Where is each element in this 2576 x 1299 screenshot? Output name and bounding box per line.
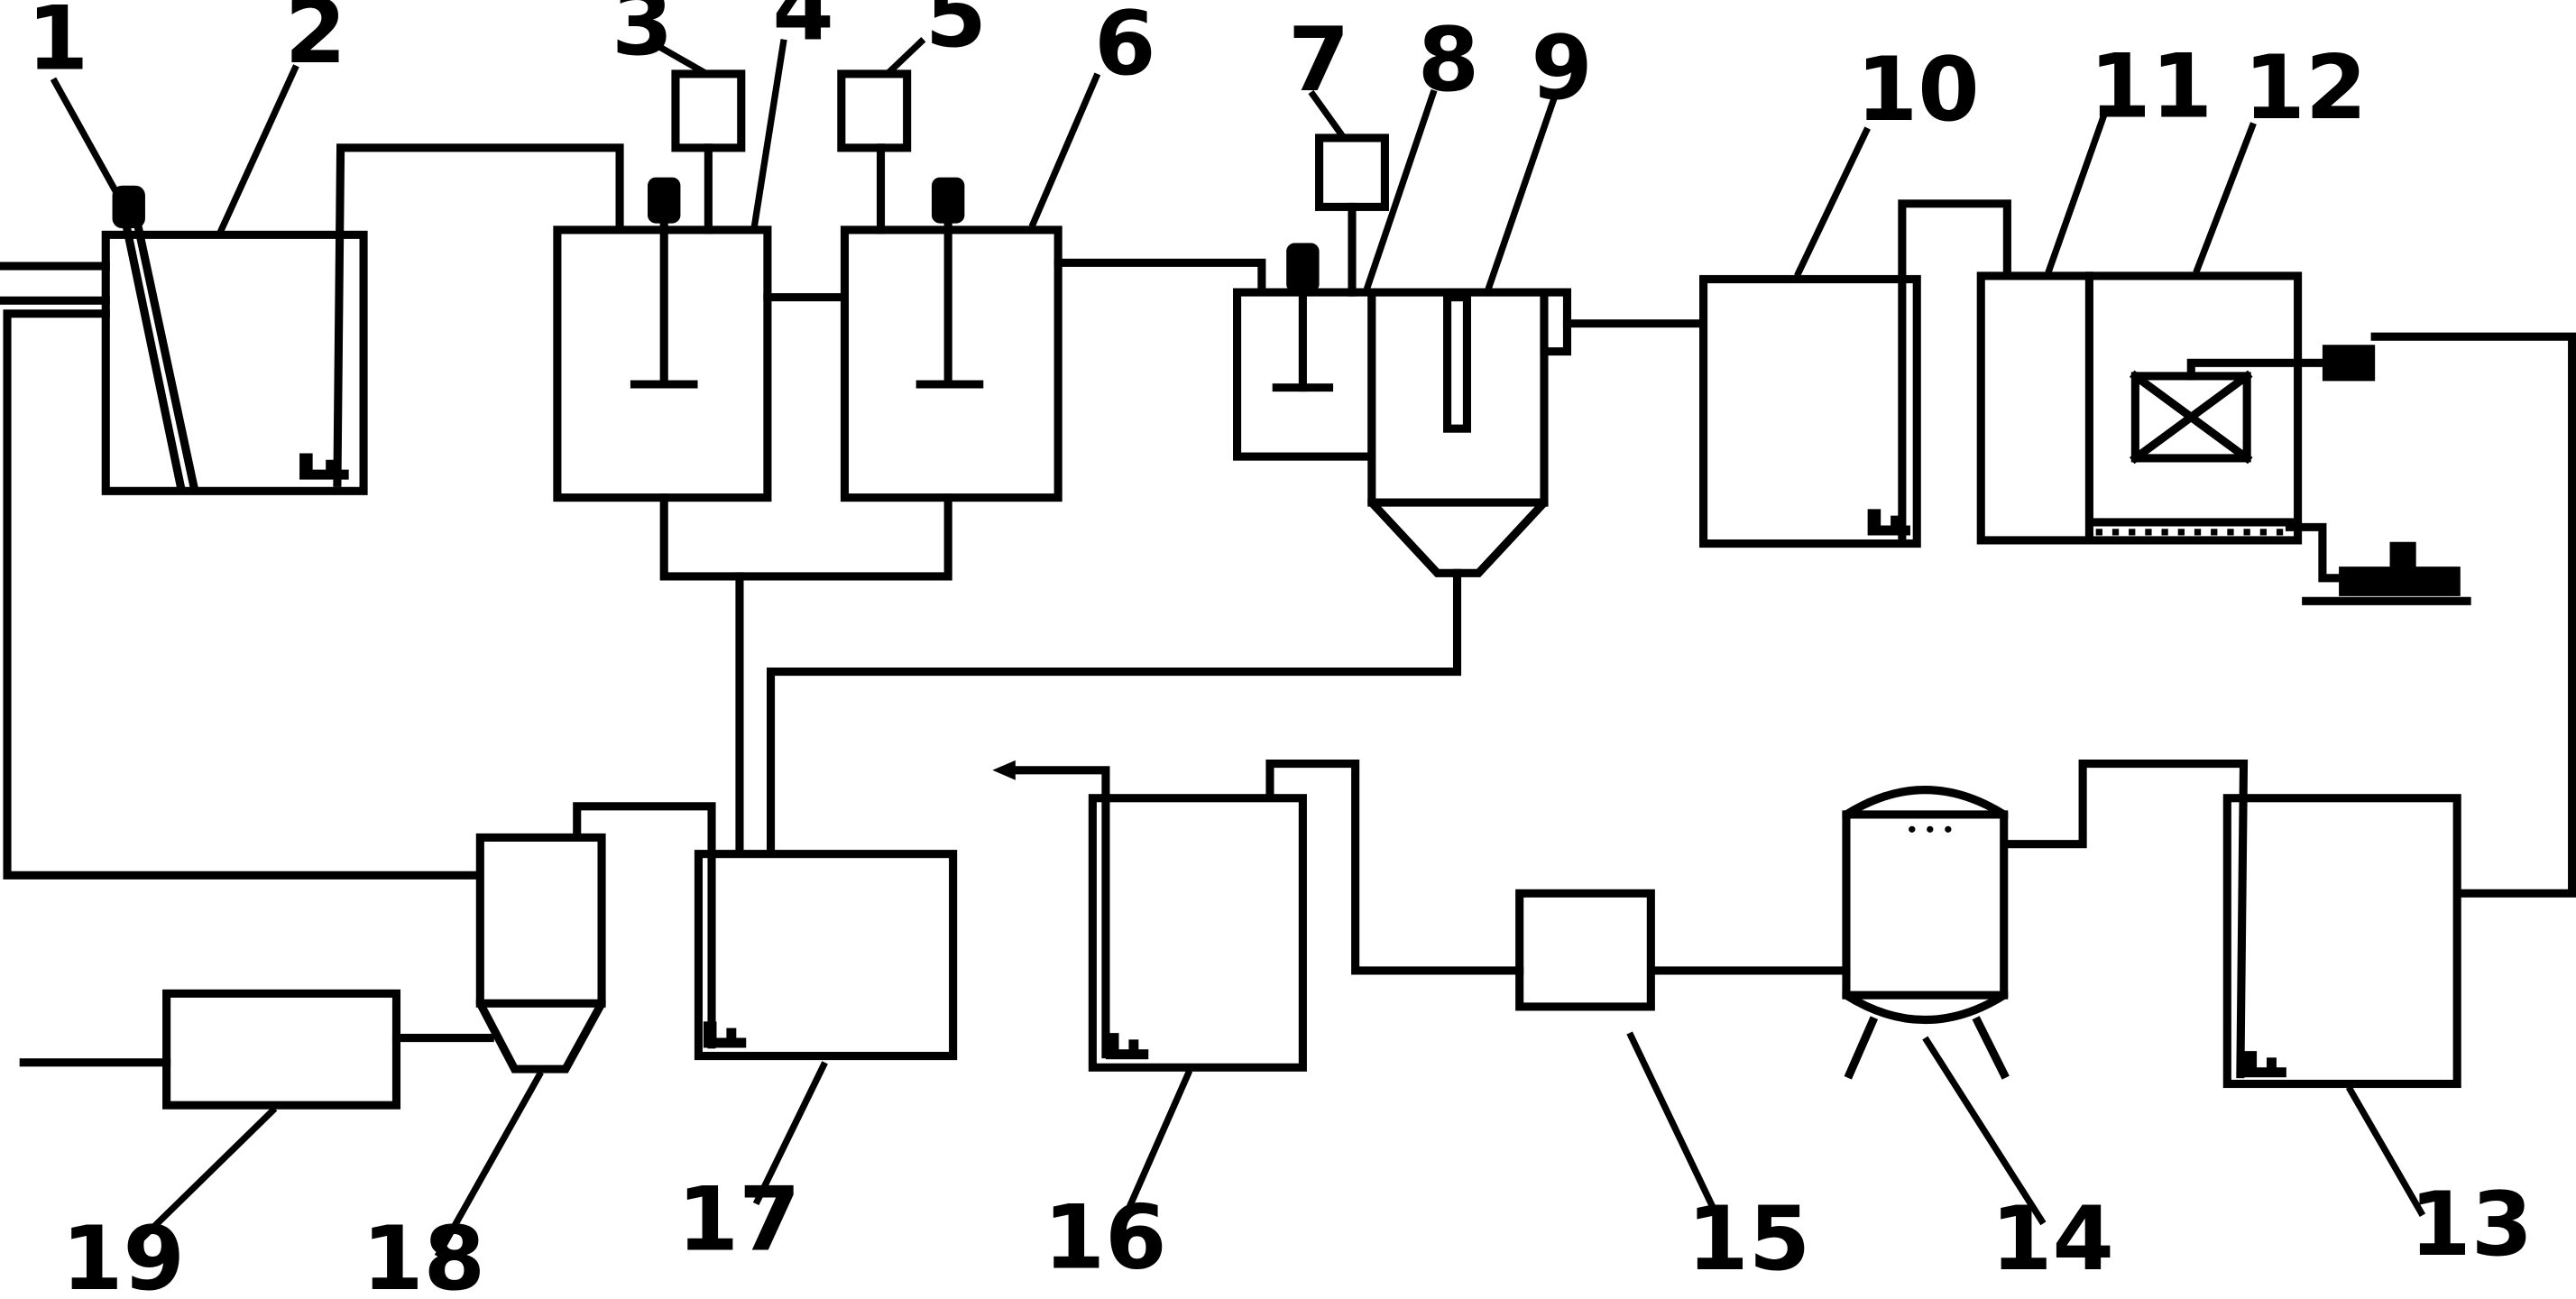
bio-tank-11-12 xyxy=(1976,272,2471,605)
label-5: 5 xyxy=(925,0,987,68)
dosing-tank-5 xyxy=(837,69,912,152)
label-8: 8 xyxy=(1418,9,1479,112)
label-15: 15 xyxy=(1687,1188,1810,1291)
label-4: 4 xyxy=(772,0,833,61)
thickener-18 xyxy=(475,833,606,1073)
screen-tank xyxy=(101,185,368,495)
label-14: 14 xyxy=(1991,1188,2114,1291)
intermediate-tank-10 xyxy=(1699,274,1921,548)
dewatering-unit-19 xyxy=(162,989,401,1110)
label-16: 16 xyxy=(1044,1186,1167,1289)
label-13: 13 xyxy=(2409,1174,2533,1276)
dosing-tank-3 xyxy=(671,69,746,152)
sludge-tank-17 xyxy=(694,850,958,1061)
reaction-tank-4 xyxy=(553,69,772,502)
label-2: 2 xyxy=(285,0,346,84)
water-tank-13 xyxy=(2222,794,2461,1089)
dosing-tank-7 xyxy=(1315,134,1389,211)
label-9: 9 xyxy=(1531,17,1592,120)
filter-unit-15 xyxy=(1515,889,1655,1011)
label-7: 7 xyxy=(1288,9,1349,112)
label-1: 1 xyxy=(27,0,88,90)
blower-icon xyxy=(2339,541,2461,596)
suction-pump-icon xyxy=(2322,345,2376,382)
label-10: 10 xyxy=(1856,39,1980,142)
leader-lines xyxy=(50,37,2426,1258)
label-12: 12 xyxy=(2244,37,2368,140)
product-tank-16 xyxy=(1088,794,1307,1072)
label-17: 17 xyxy=(677,1168,801,1271)
label-11: 11 xyxy=(2089,35,2213,138)
screen-motor xyxy=(112,185,145,229)
flocculation-tank-8 xyxy=(1233,134,1389,461)
reaction-tank-6 xyxy=(837,69,1063,502)
sedimentation-tank-9 xyxy=(1367,288,1572,577)
label-3: 3 xyxy=(612,0,673,76)
label-6: 6 xyxy=(1094,0,1155,96)
component-labels: 1 2 3 4 5 6 7 8 9 10 11 12 13 14 15 16 1… xyxy=(27,0,2533,1299)
label-18: 18 xyxy=(362,1208,485,1299)
label-19: 19 xyxy=(61,1208,185,1299)
pressure-filter-14 xyxy=(1842,786,2010,1080)
